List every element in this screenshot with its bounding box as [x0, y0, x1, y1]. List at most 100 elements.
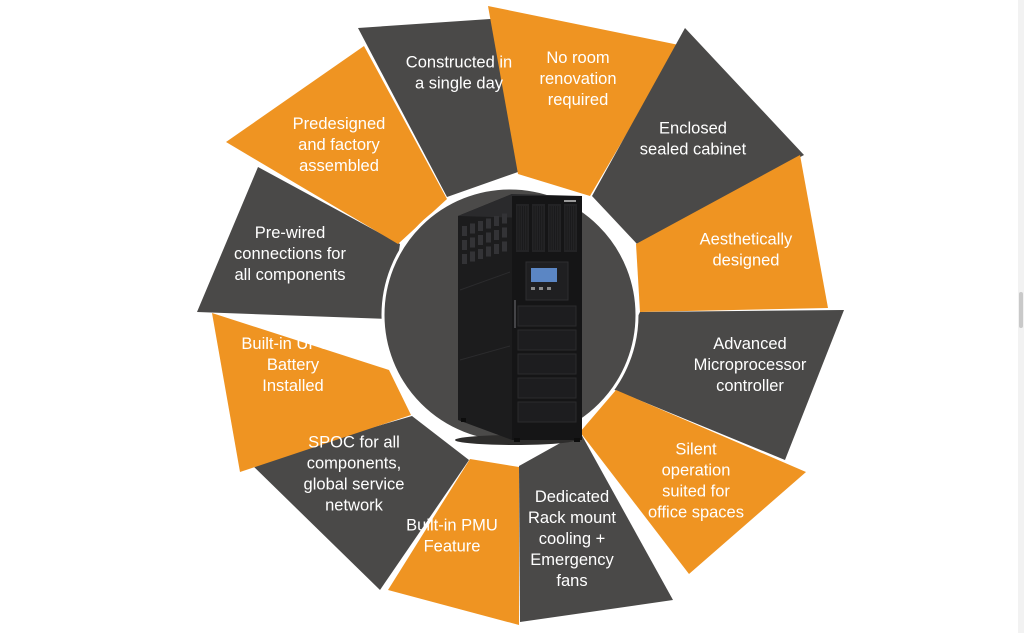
segment-label-line: Built-in UPS +	[241, 335, 344, 353]
side-vent	[462, 240, 467, 250]
segment-label-line: components,	[307, 455, 401, 473]
segment-label-line: Microprocessor	[694, 356, 807, 374]
rack-unit	[517, 305, 577, 327]
side-vent	[486, 218, 491, 229]
door-handle	[514, 300, 516, 328]
vertical-scrollbar[interactable]	[1018, 0, 1024, 633]
side-vent	[486, 246, 491, 257]
segment-label-pmu: Built-in PMU Feature	[406, 517, 498, 556]
rack-cabinet-image	[455, 194, 582, 445]
side-vent	[502, 241, 507, 252]
segment-silent	[580, 390, 806, 574]
segment-label-constructed: Constructed in a single day	[406, 54, 512, 93]
segment-cooling	[519, 432, 673, 622]
segment-label-spoc: SPOC for all components, global service net…	[304, 434, 405, 515]
segment-label-line: Rack mount	[528, 509, 616, 527]
segment-aesthetic	[636, 155, 828, 312]
center-hub	[381, 186, 639, 445]
caster	[514, 438, 520, 442]
segment-label-line: controller	[716, 377, 784, 395]
segment-label-line: office spaces	[648, 504, 744, 522]
brand-mark	[564, 200, 576, 202]
side-vent	[470, 223, 475, 234]
segment-label-line: Installed	[262, 377, 323, 395]
labels-layer: Constructed in a single day No room renovat…	[234, 49, 807, 590]
side-vent	[494, 244, 499, 254]
side-vent	[470, 251, 475, 262]
segment-label-line: Built-in PMU	[406, 517, 498, 535]
segment-label-line: network	[325, 497, 384, 515]
side-vent	[494, 216, 499, 226]
segment-label-line: assembled	[299, 157, 379, 175]
lcd-display	[531, 268, 557, 282]
segment-label-line: No room	[546, 49, 609, 67]
segment-no-renovation	[488, 6, 679, 196]
segment-label-line: sealed cabinet	[640, 141, 747, 159]
segment-constructed	[358, 18, 518, 197]
segment-predesigned	[226, 46, 447, 244]
rack-unit	[517, 353, 577, 375]
segment-enclosed	[592, 28, 804, 244]
side-vent	[502, 227, 507, 238]
segment-label-predesigned: Predesigned and factory assembled	[293, 115, 386, 175]
side-vent	[478, 249, 483, 259]
segment-label-line: required	[548, 91, 609, 109]
caster	[461, 418, 466, 422]
segment-label-line: Aesthetically	[700, 231, 793, 249]
segment-label-line: SPOC for all	[308, 434, 400, 452]
segment-label-no-renovation: No room renovation required	[539, 49, 616, 109]
segment-label-line: operation	[662, 462, 731, 480]
segment-label-silent: Silent operation suited for office spaces	[648, 441, 744, 522]
segment-label-line: Constructed in	[406, 54, 512, 72]
rack-unit	[517, 377, 577, 399]
segment-label-line: fans	[556, 572, 587, 590]
side-vent	[470, 237, 475, 248]
rack-unit	[517, 329, 577, 351]
segment-label-line: Battery	[267, 356, 320, 374]
segment-label-line: designed	[713, 252, 780, 270]
segment-label-line: all components	[235, 266, 346, 284]
side-vent	[462, 226, 467, 236]
side-vent	[486, 232, 491, 243]
panel-button	[531, 287, 535, 290]
segment-label-aesthetic: Aesthetically designed	[700, 231, 793, 270]
side-vent	[478, 221, 483, 231]
segment-label-line: connections for	[234, 245, 346, 263]
panel-button	[547, 287, 551, 290]
segment-label-enclosed: Enclosed sealed cabinet	[640, 120, 747, 159]
segment-label-line: cooling +	[539, 530, 606, 548]
segment-prewired	[197, 167, 400, 319]
segment-label-line: Enclosed	[659, 120, 727, 138]
segment-label-line: suited for	[662, 483, 730, 501]
segment-label-line: a single day	[415, 75, 504, 93]
side-vent	[462, 254, 467, 264]
segment-label-line: Predesigned	[293, 115, 386, 133]
segment-ups	[212, 313, 411, 472]
segment-spoc	[250, 416, 469, 590]
segment-microprocessor	[605, 310, 844, 460]
segment-label-line: renovation	[539, 70, 616, 88]
segment-label-line: global service	[304, 476, 405, 494]
segment-label-line: and factory	[298, 136, 380, 154]
segment-label-prewired: Pre-wired connections for all components	[234, 224, 346, 284]
segment-label-line: Advanced	[713, 335, 786, 353]
panel-button	[539, 287, 543, 290]
side-seam	[459, 345, 511, 361]
side-seam	[459, 271, 511, 291]
side-vent	[478, 235, 483, 245]
side-vent	[502, 213, 507, 224]
scrollbar-thumb[interactable]	[1019, 292, 1023, 328]
side-vent	[494, 230, 499, 240]
segment-pmu	[388, 459, 519, 625]
segment-label-line: Silent	[675, 441, 717, 459]
segment-label-line: Pre-wired	[255, 224, 326, 242]
segment-label-line: Feature	[424, 538, 481, 556]
segment-label-line: Dedicated	[535, 488, 609, 506]
segment-label-line: Emergency	[530, 551, 614, 569]
segments-layer	[197, 6, 844, 625]
